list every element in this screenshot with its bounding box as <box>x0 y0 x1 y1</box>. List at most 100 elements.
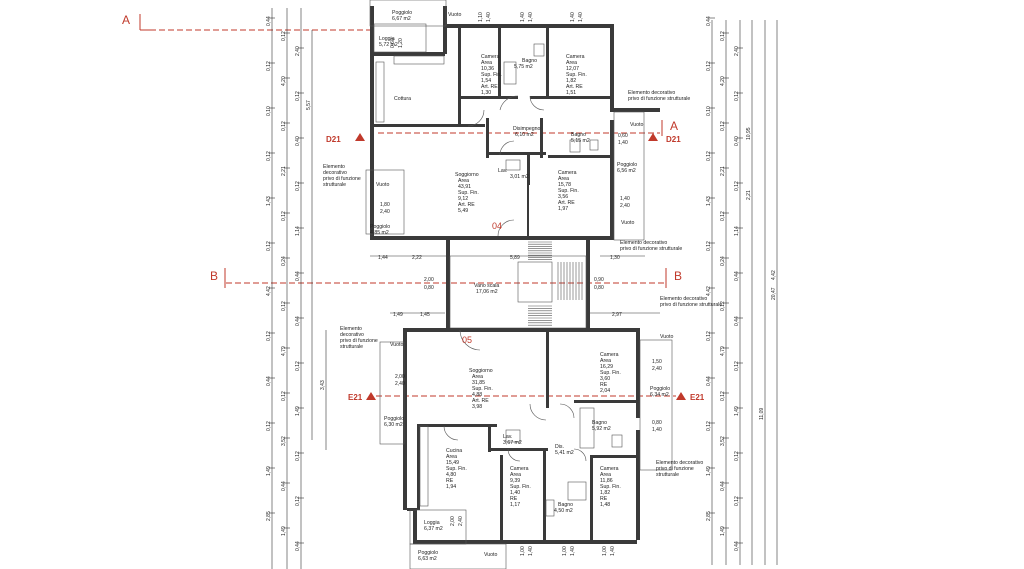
section-b-label-left: B <box>210 269 218 283</box>
opening-1-w: 1,10 <box>478 12 484 22</box>
vertical-dimension-left: 4,79 <box>281 346 287 356</box>
vertical-dimension-left: 3,52 <box>281 436 287 446</box>
vertical-dimension-right: 0,12 <box>734 496 740 506</box>
section-a: A A <box>122 13 678 136</box>
vuoto-4: Vuoto <box>621 220 634 226</box>
total-dimension: 11,09 <box>759 408 765 420</box>
opening-2-w: 1,40 <box>520 12 526 22</box>
vertical-dimension-left: 0,44 <box>266 16 272 26</box>
vertical-dimension-right: 1,49 <box>720 526 726 536</box>
total-dimension: 4,42 <box>771 270 777 280</box>
d21-label-left: D21 <box>326 135 341 144</box>
opening-7-w: 2,00 <box>424 277 434 283</box>
vertical-dimension-left: 0,12 <box>266 151 272 161</box>
opening-8-w: 0,90 <box>594 277 604 283</box>
room-lav-3-67: Lav.3,67 m2 <box>503 434 522 446</box>
opening-11-w: 0,80 <box>652 420 662 426</box>
room-cottura: Cottura <box>394 96 411 102</box>
vertical-dimension-left: 0,44 <box>281 481 287 491</box>
total-dimension: 10,95 <box>746 127 752 140</box>
vertical-dimension-right: 4,42 <box>706 286 712 296</box>
opening-10-h: 2,40 <box>395 381 405 387</box>
opening-14-w: 1,00 <box>602 546 608 556</box>
vertical-dimension-right: 0,40 <box>734 136 740 146</box>
vertical-dimension-left: 0,12 <box>266 241 272 251</box>
opening-16-w: 0,60 <box>390 38 396 48</box>
dim-1-45: 1,45 <box>420 312 430 318</box>
vuoto-6: Vuoto <box>660 334 673 340</box>
vertical-dimension-right: 0,12 <box>734 361 740 371</box>
total-dimension: 20,47 <box>771 287 777 300</box>
apartment-04-walls <box>365 0 660 241</box>
room-dis-5-41: Dis.5,41 m2 <box>555 444 574 456</box>
vertical-dimension-left: 1,49 <box>266 466 272 476</box>
vertical-dimension-right: 0,12 <box>720 121 726 131</box>
vertical-dimension-right: 1,49 <box>734 406 740 416</box>
vertical-dimension-left: 0,44 <box>295 271 301 281</box>
opening-7-h: 0,80 <box>424 285 434 291</box>
apartment-number-05: 05 <box>462 335 472 345</box>
vuoto-5: Vuoto <box>390 342 403 348</box>
vertical-dimension-right: 0,12 <box>720 211 726 221</box>
vertical-dimension-left: 0,40 <box>295 136 301 146</box>
dim-5-89: 5,89 <box>510 255 520 261</box>
total-dimension: 3,43 <box>320 380 326 390</box>
vertical-dimension-left: 2,40 <box>295 46 301 56</box>
opening-3-h: 1,40 <box>578 12 584 22</box>
vertical-dimension-left: 4,20 <box>281 76 287 86</box>
vertical-dimension-right: 0,44 <box>706 376 712 386</box>
opening-dimensions: 1,10 1,40 1,40 1,40 1,40 1,40 0,60 1,40 … <box>380 12 662 556</box>
opening-4-w: 0,60 <box>618 133 628 139</box>
opening-3-w: 1,40 <box>570 12 576 22</box>
vertical-dimension-right: 4,79 <box>720 346 726 356</box>
opening-2-h: 1,40 <box>528 12 534 22</box>
vertical-dimension-right: 0,12 <box>734 181 740 191</box>
vertical-dimension-right: 0,44 <box>720 481 726 491</box>
staircase <box>446 238 590 329</box>
vertical-dimension-left: 0,12 <box>295 181 301 191</box>
vertical-dimension-right: 0,12 <box>734 451 740 461</box>
opening-8-h: 0,80 <box>594 285 604 291</box>
vertical-dimension-right: 2,21 <box>720 166 726 176</box>
vertical-dimension-left: 2,21 <box>281 166 287 176</box>
room-lav-3-01: Lav.3,01 m2 <box>498 168 529 180</box>
opening-5-w: 1,80 <box>380 202 390 208</box>
vertical-dimension-left: 0,12 <box>266 331 272 341</box>
vertical-dimension-right: 2,40 <box>734 46 740 56</box>
total-dimension: 2,21 <box>746 190 752 200</box>
vertical-dimension-right: 0,44 <box>734 316 740 326</box>
vertical-dimension-left: 0,10 <box>266 106 272 116</box>
vertical-dimension-left: 0,12 <box>281 121 287 131</box>
vertical-dimension-left: 0,12 <box>266 61 272 71</box>
section-a-label-left: A <box>122 13 130 27</box>
dim-2-97: 2,97 <box>612 312 622 318</box>
vertical-dimension-right: 1,14 <box>734 226 740 236</box>
section-a-label-right: A <box>670 119 678 133</box>
vertical-dimension-right: 0,44 <box>706 16 712 26</box>
vertical-dimension-left: 1,14 <box>295 226 301 236</box>
opening-5-h: 2,40 <box>380 209 390 215</box>
vertical-dimension-left: 0,12 <box>266 421 272 431</box>
dim-2-22: 2,22 <box>412 255 422 261</box>
vuoto-labels: Vuoto Vuoto Vuoto Vuoto Vuoto Vuoto Vuot… <box>376 12 673 558</box>
d21-label-right: D21 <box>666 135 681 144</box>
